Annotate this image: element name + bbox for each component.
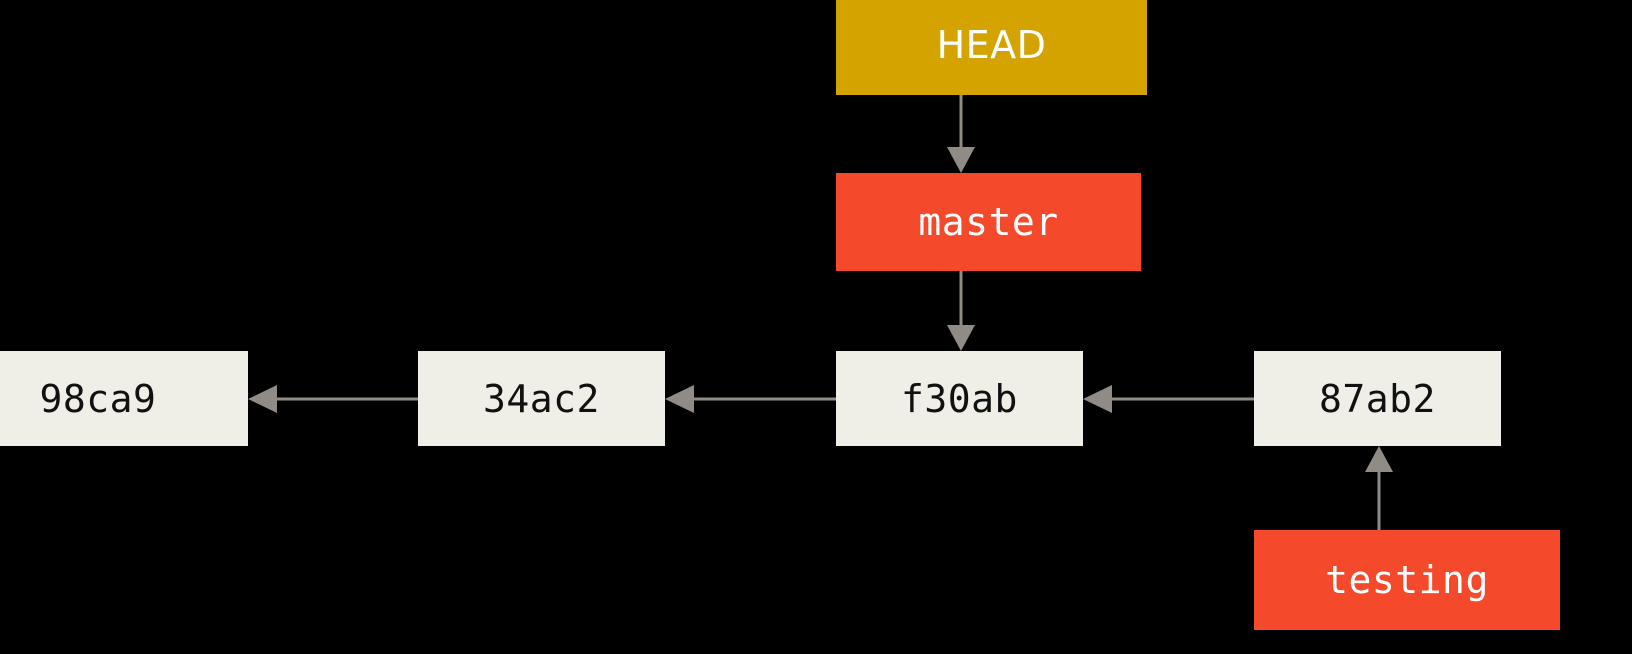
head-pointer-label: HEAD — [936, 22, 1047, 67]
head-pointer-box[interactable]: HEAD — [836, 0, 1147, 95]
commit-label-87ab2: 87ab2 — [1319, 376, 1436, 421]
commit-label-34ac2: 34ac2 — [483, 376, 600, 421]
commit-label-f30ab: f30ab — [901, 376, 1018, 421]
commit-box-34ac2[interactable]: 34ac2 — [418, 351, 665, 446]
commit-box-98ca9[interactable]: 98ca9 — [0, 351, 248, 446]
commit-box-87ab2[interactable]: 87ab2 — [1254, 351, 1501, 446]
commit-label-98ca9: 98ca9 — [39, 376, 157, 421]
branch-label-master: master — [918, 200, 1059, 244]
commit-box-f30ab[interactable]: f30ab — [836, 351, 1083, 446]
branch-label-testing: testing — [1325, 558, 1489, 602]
branch-box-master[interactable]: master — [836, 173, 1141, 271]
branch-box-testing[interactable]: testing — [1254, 530, 1560, 630]
